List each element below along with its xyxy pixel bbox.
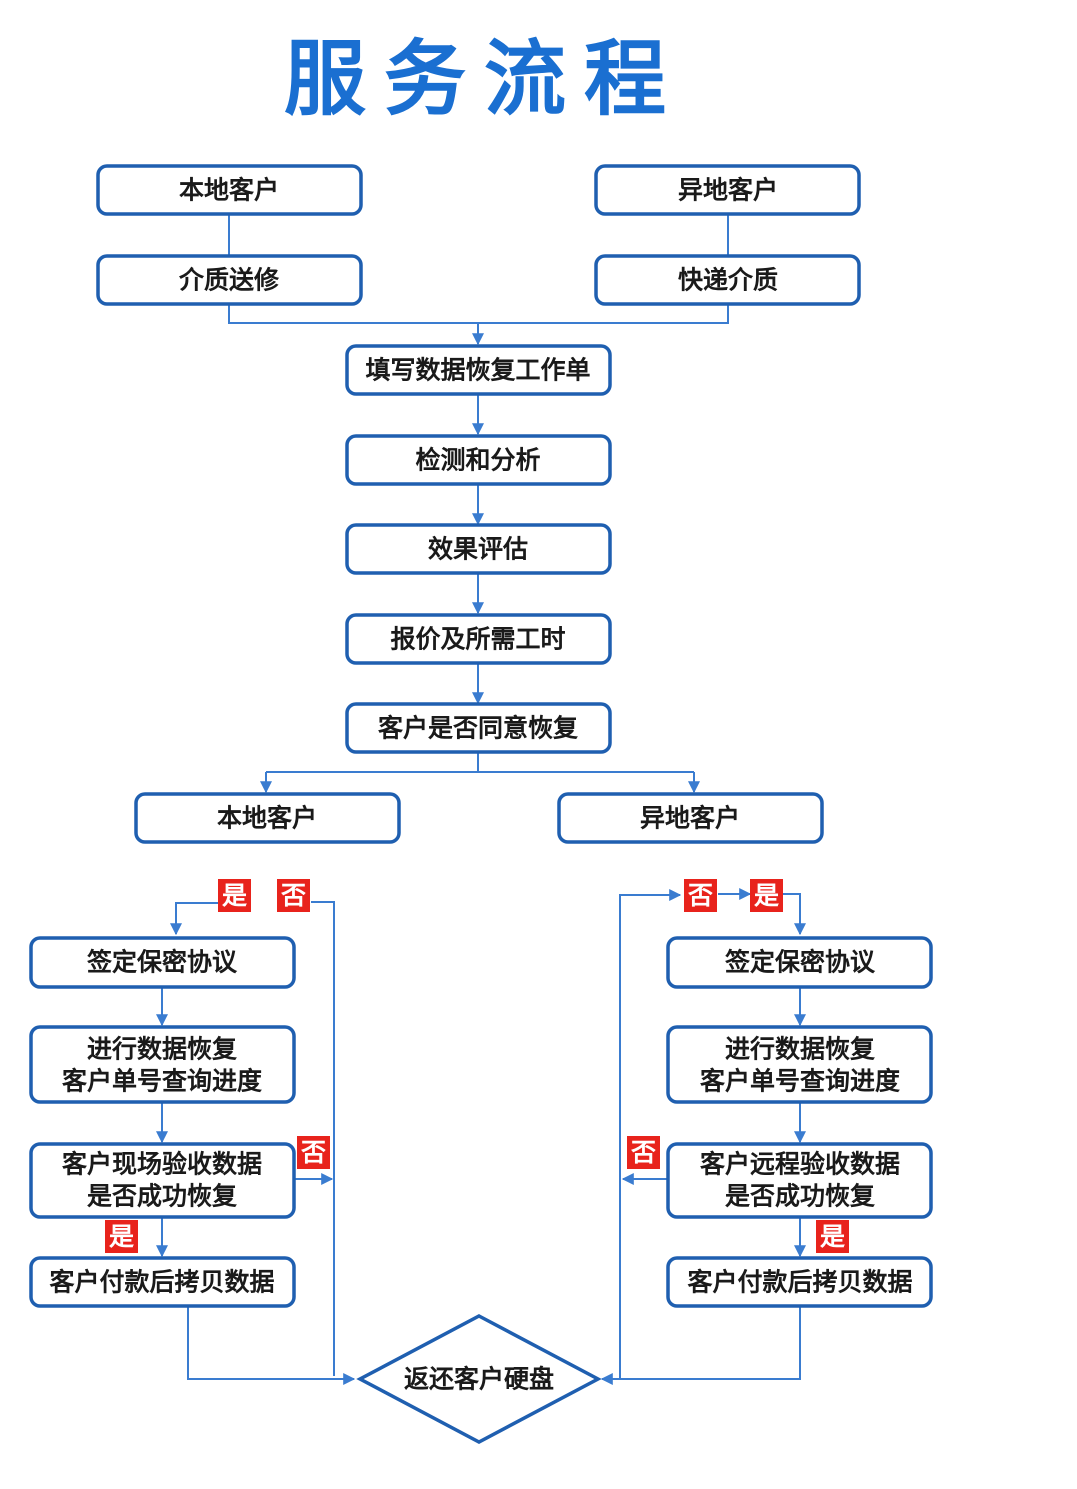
node-label: 本地客户 — [217, 804, 317, 833]
tag-no-left-top: 否 — [277, 879, 310, 912]
tag-no-right-top: 否 — [684, 879, 717, 912]
node-agree: 客户是否同意恢复 — [345, 702, 612, 754]
node-return-disk: 返还客户硬盘 — [356, 1314, 602, 1444]
node-fill-form: 填写数据恢复工作单 — [345, 344, 612, 396]
node-quote: 报价及所需工时 — [345, 613, 612, 665]
node-label-line2: 客户单号查询进度 — [62, 1067, 262, 1096]
node-recover-left: 进行数据恢复 客户单号查询进度 — [29, 1025, 296, 1104]
node-label-line2: 是否成功恢复 — [87, 1182, 238, 1211]
node-label: 填写数据恢复工作单 — [365, 356, 590, 385]
node-sign-left: 签定保密协议 — [29, 936, 296, 989]
node-label: 快递介质 — [678, 266, 778, 295]
tag-label: 否 — [300, 1138, 326, 1167]
node-label: 客户是否同意恢复 — [378, 714, 579, 743]
node-label: 检测和分析 — [415, 446, 540, 475]
tag-no-left-verify: 否 — [297, 1136, 330, 1169]
tag-yes-right-top: 是 — [750, 879, 783, 912]
node-verify-right: 客户远程验收数据 是否成功恢复 — [666, 1142, 933, 1219]
node-label-line1: 进行数据恢复 — [725, 1035, 876, 1064]
node-label-line2: 客户单号查询进度 — [700, 1067, 900, 1096]
node-label: 异地客户 — [678, 176, 778, 205]
node-label: 本地客户 — [179, 176, 279, 205]
node-label: 异地客户 — [640, 804, 740, 833]
tag-yes-right-bottom: 是 — [816, 1220, 849, 1253]
node-label: 报价及所需工时 — [390, 625, 565, 654]
node-label: 签定保密协议 — [724, 948, 876, 977]
node-label: 客户付款后拷贝数据 — [687, 1268, 912, 1297]
node-pay-right: 客户付款后拷贝数据 — [666, 1256, 933, 1308]
node-verify-left: 客户现场验收数据 是否成功恢复 — [29, 1142, 296, 1219]
tag-label: 是 — [109, 1222, 134, 1251]
node-label: 效果评估 — [428, 535, 528, 564]
tag-label: 否 — [280, 881, 306, 910]
tag-label: 是 — [754, 881, 779, 910]
node-label: 签定保密协议 — [86, 948, 238, 977]
node-courier-media: 快递介质 — [594, 254, 861, 306]
tag-yes-left-bottom: 是 — [105, 1220, 138, 1253]
node-label-line2: 是否成功恢复 — [725, 1182, 876, 1211]
node-media-send: 介质送修 — [96, 254, 363, 306]
node-label-line1: 进行数据恢复 — [87, 1035, 238, 1064]
tag-label: 是 — [820, 1222, 845, 1251]
node-pay-left: 客户付款后拷贝数据 — [29, 1256, 296, 1308]
node-local-mid: 本地客户 — [134, 792, 401, 844]
node-label-line1: 客户远程验收数据 — [700, 1150, 900, 1179]
node-evaluate: 效果评估 — [345, 523, 612, 575]
node-label: 返还客户硬盘 — [404, 1365, 554, 1394]
tag-label: 否 — [630, 1138, 656, 1167]
page-title: 服务流程 — [283, 32, 684, 127]
node-remote-top: 异地客户 — [594, 164, 861, 216]
node-label-line1: 客户现场验收数据 — [62, 1150, 262, 1179]
tag-label: 是 — [222, 881, 247, 910]
tag-yes-left-top: 是 — [218, 879, 251, 912]
node-local-top: 本地客户 — [96, 164, 363, 216]
connectors — [156, 214, 806, 1385]
tag-label: 否 — [687, 881, 713, 910]
node-recover-right: 进行数据恢复 客户单号查询进度 — [666, 1025, 933, 1104]
node-sign-right: 签定保密协议 — [666, 936, 933, 989]
node-remote-mid: 异地客户 — [557, 792, 824, 844]
node-label: 介质送修 — [178, 266, 280, 295]
node-detect: 检测和分析 — [345, 434, 612, 486]
tag-no-right-verify: 否 — [627, 1136, 660, 1169]
node-label: 客户付款后拷贝数据 — [49, 1268, 274, 1297]
